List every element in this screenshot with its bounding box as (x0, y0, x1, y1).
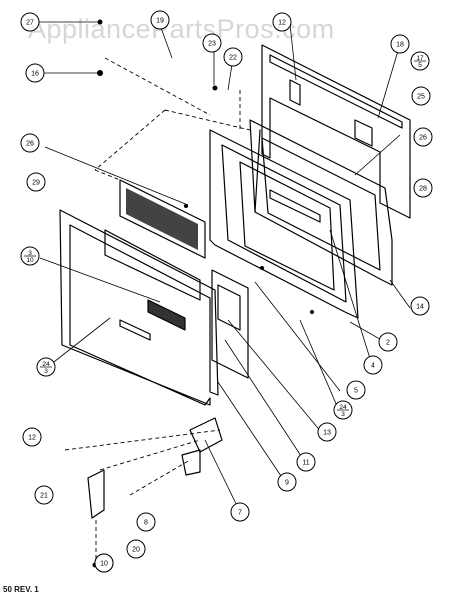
callout-23: 12 (22, 427, 42, 447)
svg-text:26: 26 (26, 141, 34, 148)
callout-22: 9 (277, 472, 297, 492)
svg-text:12: 12 (28, 435, 36, 442)
callout-10: 26 (413, 127, 433, 147)
callout-8: 25 (411, 86, 431, 106)
callout-pointers (38, 21, 411, 513)
svg-text:26: 26 (419, 135, 427, 142)
svg-text:7: 7 (238, 510, 242, 517)
svg-text:29: 29 (32, 180, 40, 187)
callout-5: 12 (272, 12, 292, 32)
svg-text:22: 22 (229, 55, 237, 62)
callout-6: 18 (390, 34, 410, 54)
callout-27: 7 (230, 502, 250, 522)
callout-1: 19 (150, 10, 170, 30)
svg-text:5: 5 (418, 62, 422, 69)
back-frame-part (261, 44, 411, 219)
svg-text:20: 20 (132, 547, 140, 554)
control-strip-part (211, 269, 249, 379)
svg-text:17: 17 (416, 55, 424, 62)
callout-24: 21 (34, 485, 54, 505)
svg-text:27: 27 (26, 20, 34, 27)
svg-text:3: 3 (341, 411, 345, 418)
svg-text:16: 16 (31, 71, 39, 78)
callout-15: 2 (378, 332, 398, 352)
callout-17: 5 (346, 380, 366, 400)
svg-text:14: 14 (416, 304, 424, 311)
callout-21: 11 (296, 452, 316, 472)
svg-text:9: 9 (285, 480, 289, 487)
middle-frame-part (209, 129, 359, 319)
svg-text:21: 21 (40, 493, 48, 500)
svg-text:4: 4 (371, 363, 375, 370)
callout-26: 8 (136, 512, 156, 532)
callout-0: 27 (20, 12, 40, 32)
svg-text:8: 8 (144, 520, 148, 527)
leader-lines (64, 57, 251, 560)
svg-text:5: 5 (354, 388, 358, 395)
callout-25: 20 (126, 539, 146, 559)
svg-text:10: 10 (26, 257, 34, 264)
svg-text:25: 25 (417, 94, 425, 101)
revision-label: 50 REV. 1 (3, 585, 39, 594)
callout-16: 4 (363, 355, 383, 375)
callout-14: 14 (410, 296, 430, 316)
front-door-frame-part (59, 209, 219, 406)
latch-assembly-part (87, 417, 223, 519)
svg-text:19: 19 (156, 18, 164, 25)
callout-4: 22 (223, 47, 243, 67)
callout-3: 23 (202, 33, 222, 53)
svg-text:3: 3 (28, 250, 32, 257)
svg-text:24: 24 (339, 404, 347, 411)
callout-7: 175 (410, 51, 430, 71)
callout-18: 243 (333, 400, 353, 420)
callout-13: 310 (20, 246, 40, 266)
svg-text:11: 11 (302, 460, 309, 467)
door-panel-part (249, 119, 393, 286)
callout-11: 29 (26, 172, 46, 192)
callout-20: 13 (317, 422, 337, 442)
svg-text:18: 18 (396, 42, 404, 49)
svg-text:3: 3 (44, 368, 48, 375)
svg-text:10: 10 (100, 561, 108, 568)
svg-text:12: 12 (278, 20, 286, 27)
callout-9: 26 (20, 133, 40, 153)
callout-2: 16 (25, 63, 45, 83)
svg-text:2: 2 (386, 340, 390, 347)
callout-29: 10 (94, 553, 114, 573)
callout-12: 28 (413, 178, 433, 198)
svg-text:13: 13 (323, 430, 331, 437)
svg-text:24: 24 (42, 361, 50, 368)
svg-text:28: 28 (419, 186, 427, 193)
svg-text:23: 23 (208, 41, 216, 48)
glass-panel-part (119, 179, 206, 259)
callout-19: 243 (36, 357, 56, 377)
